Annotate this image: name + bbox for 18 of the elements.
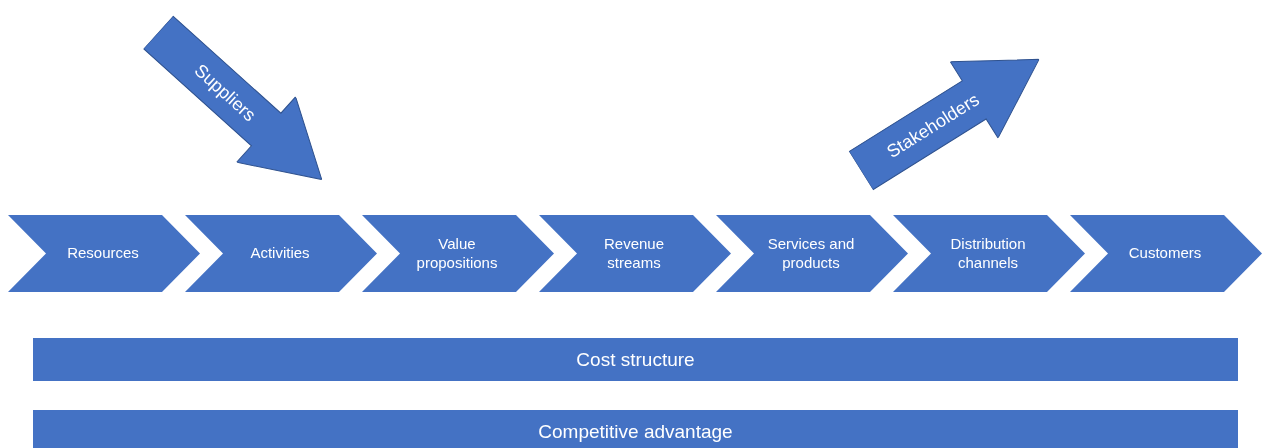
step-label: Distribution channels	[949, 234, 1027, 273]
step-label: Services and products	[766, 234, 856, 273]
bar-label: Cost structure	[576, 347, 695, 372]
banner-bar	[33, 338, 1238, 381]
step-label: Value propositions	[415, 234, 499, 273]
step-label: Customers	[1127, 244, 1203, 263]
step-label: Revenue streams	[602, 234, 665, 273]
chevron-step	[1070, 215, 1262, 292]
chevron-step	[185, 215, 377, 292]
chevron-step	[539, 215, 731, 292]
banner-bar	[33, 410, 1238, 448]
chevron-step	[362, 215, 554, 292]
chevron-step	[893, 215, 1085, 292]
chevron-step	[8, 215, 200, 292]
chevron-step	[716, 215, 908, 292]
bar-label: Competitive advantage	[538, 419, 733, 444]
step-label: Activities	[249, 244, 311, 263]
step-label: Resources	[66, 244, 140, 263]
